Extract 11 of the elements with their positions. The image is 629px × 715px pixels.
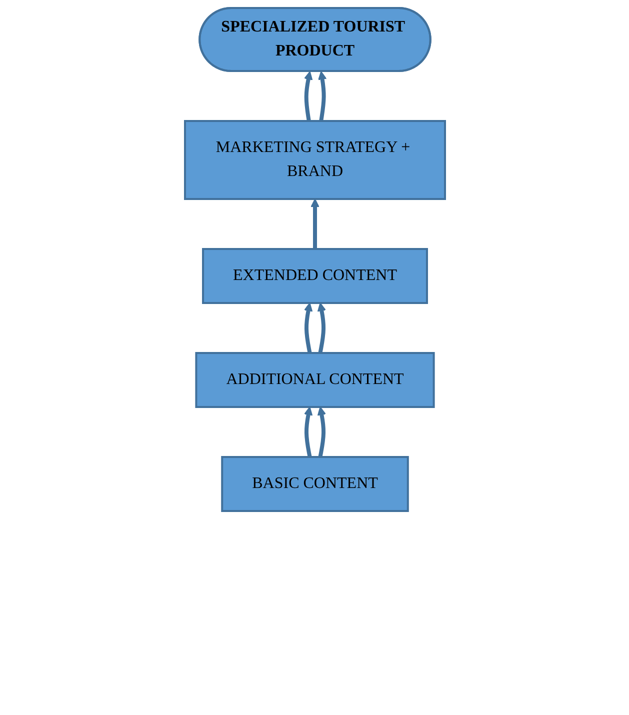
arrow <box>316 406 326 458</box>
node-box: MARKETING STRATEGY + BRAND <box>184 120 446 200</box>
arrow <box>303 406 312 458</box>
arrow <box>303 302 312 354</box>
node-box: ADDITIONAL CONTENT <box>194 352 434 408</box>
node-box: EXTENDED CONTENT <box>202 248 428 304</box>
node-box: BASIC CONTENT <box>220 456 408 512</box>
arrow <box>304 71 312 122</box>
arrow <box>318 71 326 122</box>
arrow <box>316 302 326 354</box>
arrow <box>310 198 319 249</box>
